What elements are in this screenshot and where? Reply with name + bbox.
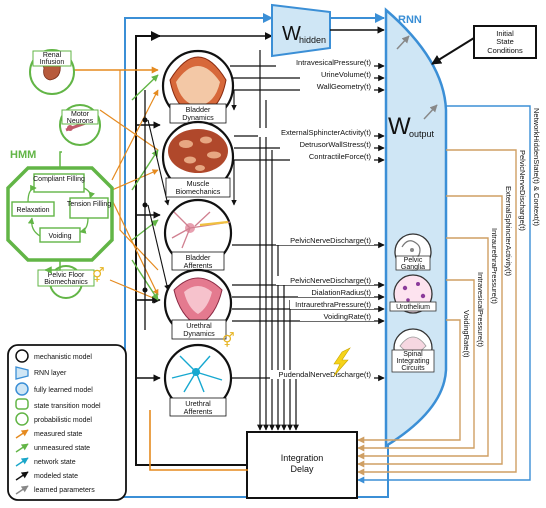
legend-network-state: network state <box>34 459 76 466</box>
sig-intraurethra-pressure: IntraurethraPressure(t) <box>295 300 371 309</box>
urethral-dynamics-label-1: Urethral <box>186 321 212 330</box>
sig-intravesical-pressure: IntravesicalPressure(t) <box>296 58 372 67</box>
rnn-layer: RNN W output Pelvic Ganglia Urothelium <box>384 7 448 449</box>
legend-measured: measured state <box>34 431 82 438</box>
legend-state-transition: state transition model <box>34 403 101 410</box>
urethral-dynamics-label-2: Dynamics <box>183 329 215 338</box>
spinal-label-3: Circuits <box>401 365 425 372</box>
bladder-afferents-label-2: Afferents <box>184 261 213 270</box>
spinal-label-2: Integrating <box>396 358 429 365</box>
pelvic-floor-label-1: Pelvic Floor <box>48 272 85 279</box>
bladder-dynamics-label-1: Bladder <box>186 105 211 114</box>
hmm-block: HMM Compliant Filling Tension Filling Re… <box>6 149 114 274</box>
w-hidden-layer: W hidden <box>271 3 385 58</box>
motor-label-1: Motor <box>71 111 90 118</box>
hmm-relaxation-label: Relaxation <box>16 207 49 214</box>
muscle-biomechanics-label-1: Muscle <box>187 179 210 188</box>
motor-neurons-model: Motor Neurons <box>59 104 101 146</box>
w-output-label: W <box>388 113 411 140</box>
lightning-icon <box>333 347 351 377</box>
urothelium-label: Urothelium <box>396 304 430 311</box>
urethral-afferents-label-2: Afferents <box>184 407 213 416</box>
integration-delay-line-2: Delay <box>290 464 314 474</box>
out-pelvic-nerve: PelvicNerveDischarge(t) <box>518 150 527 231</box>
legend: mechanistic model RNN layer fully learne… <box>7 344 127 501</box>
legend-mechanistic: mechanistic model <box>34 354 92 361</box>
hmm-title: HMM <box>10 149 36 161</box>
legend-learned-params: learned parameters <box>34 487 95 494</box>
rnn-title: RNN <box>398 14 422 26</box>
initial-state-line-3: Conditions <box>487 46 523 55</box>
legend-probabilistic: probabilistic model <box>34 417 92 424</box>
legend-modeled-state: modeled state <box>34 473 78 480</box>
integration-delay-line-1: Integration <box>281 453 324 463</box>
out-external-sphincter: ExternalSphincterActivity(t) <box>504 186 513 277</box>
w-output-sub: output <box>409 129 435 139</box>
pelvic-ganglia-label-2: Ganglia <box>401 264 425 271</box>
pelvic-floor-label-2: Biomechanics <box>44 279 88 286</box>
sig-pudendal-nerve: PudendalNerveDischarge(t) <box>278 370 371 379</box>
pelvic-floor-model: Pelvic Floor Biomechanics ⚥ <box>37 265 105 299</box>
out-intraurethra: IntraurethraPressure(t) <box>490 228 499 304</box>
sig-contractile-force: ContractileForce(t) <box>309 152 372 161</box>
out-voiding-rate: VoidingRate(t) <box>462 310 471 358</box>
model-links <box>142 90 237 330</box>
motor-label-2: Neurons <box>67 118 94 125</box>
signal-labels: IntravesicalPressure(t) UrineVolume(t) W… <box>258 58 374 379</box>
urothelium-module: Urothelium <box>389 274 437 314</box>
bladder-afferents-model: Bladder Afferents <box>163 198 233 271</box>
legend-unmeasured: unmeasured state <box>34 445 90 452</box>
renal-infusion-model: Renal Infusion <box>29 49 75 95</box>
out-network-hidden: NetworkHiddenState(t) & Context(t) <box>532 108 541 226</box>
gender-icon-urethral: ⚥ <box>222 332 235 348</box>
initial-state-box: Initial State Conditions <box>431 25 537 65</box>
sig-pelvic-nerve-1: PelvicNerveDischarge(t) <box>290 236 371 245</box>
sig-detrusor-wall-stress: DetrusorWallStress(t) <box>300 140 372 149</box>
legend-rnn-layer: RNN layer <box>34 370 67 377</box>
hmm-compliant-label: Compliant Filling <box>33 176 85 183</box>
initial-state-line-1: Initial <box>496 29 514 38</box>
urethral-afferents-label-1: Urethral <box>185 399 211 408</box>
sig-dialation-radius: DialationRadius(t) <box>311 288 371 297</box>
urethral-afferents-model: Urethral Afferents <box>163 343 233 417</box>
bladder-afferents-label-1: Bladder <box>186 253 211 262</box>
renal-label-1: Renal <box>43 52 62 59</box>
signal-lines <box>230 62 385 382</box>
renal-label-2: Infusion <box>40 59 65 66</box>
sig-pelvic-nerve-2: PelvicNerveDischarge(t) <box>290 276 371 285</box>
pelvic-ganglia-label-1: Pelvic <box>404 257 423 264</box>
sig-urine-volume: UrineVolume(t) <box>321 70 372 79</box>
sig-wall-geometry: WallGeometry(t) <box>317 82 372 91</box>
initial-state-line-2: State <box>496 37 514 46</box>
sig-voiding-rate: VoidingRate(t) <box>323 312 371 321</box>
out-intravesical: IntravesicalPressure(t) <box>476 272 485 348</box>
bladder-dynamics-label-2: Dynamics <box>182 113 214 122</box>
pelvic-ganglia-module: Pelvic Ganglia <box>394 233 432 271</box>
spinal-label-1: Spinal <box>403 351 423 358</box>
integration-delay-box: Integration Delay <box>246 50 358 499</box>
muscle-biomechanics-label-2: Biomechanics <box>176 187 221 196</box>
muscle-biomechanics-model: Muscle Biomechanics <box>161 120 235 198</box>
gender-icon-pelvic: ⚥ <box>92 267 105 283</box>
legend-fully-learned: fully learned model <box>34 387 93 394</box>
hmm-voiding-label: Voiding <box>49 233 72 240</box>
w-hidden-sub: hidden <box>299 35 326 45</box>
urethral-dynamics-model: Urethral Dynamics ⚥ <box>163 268 235 348</box>
w-hidden-label: W <box>282 23 301 45</box>
sig-external-sphincter: ExternalSphincterActivity(t) <box>281 128 372 137</box>
hmm-tension-label: Tension Filling <box>67 201 111 208</box>
rnn-output-lines: NetworkHiddenState(t) & Context(t) Pelvi… <box>357 105 541 484</box>
spinal-circuits-module: Spinal Integrating Circuits <box>391 328 435 373</box>
bladder-dynamics-model: Bladder Dynamics <box>161 49 235 124</box>
